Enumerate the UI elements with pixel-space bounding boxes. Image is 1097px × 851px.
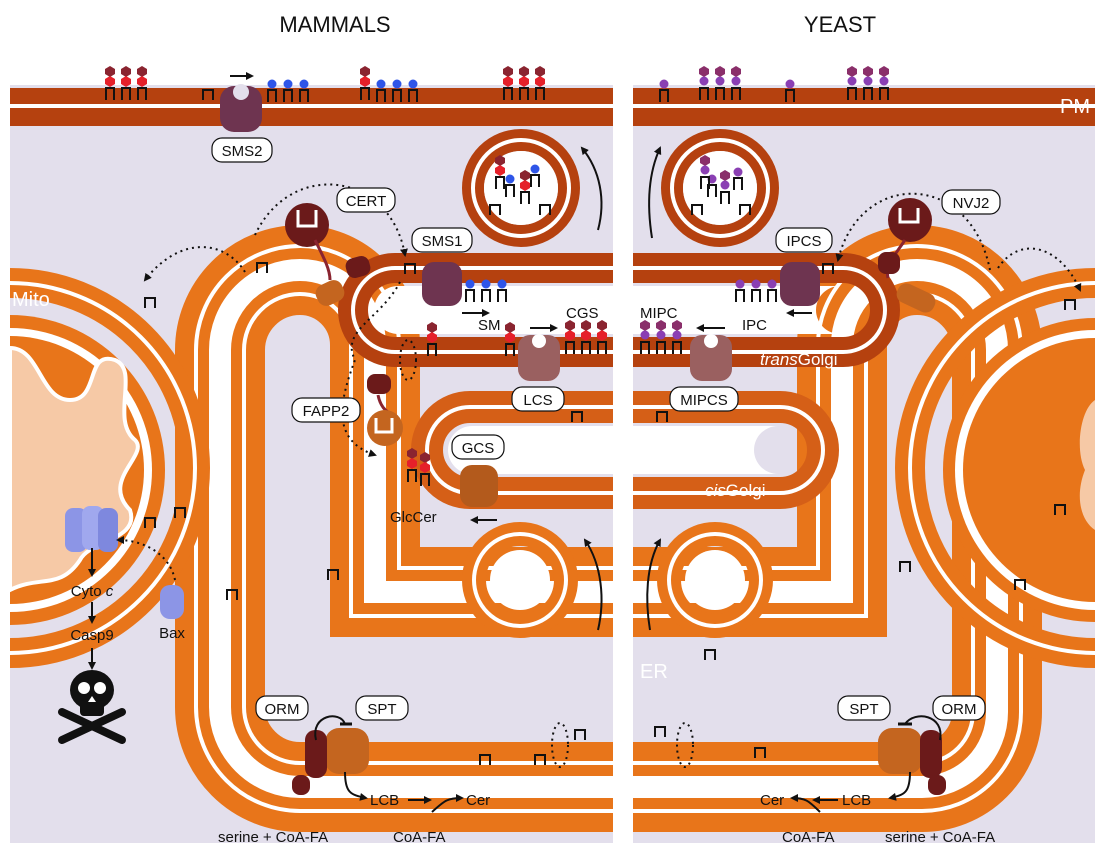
label-box-sms2: SMS2 [212, 138, 272, 162]
label-box-orm-mammals: ORM [256, 696, 308, 720]
mipcs-enzyme [690, 334, 732, 381]
lcs-enzyme [518, 334, 560, 381]
serine-yeast: serine [885, 829, 926, 846]
label-box-lcs: LCS [512, 387, 564, 411]
lcb-label-yeast: LCB [842, 792, 871, 809]
plus-yeast: + [930, 829, 939, 846]
label-box-nvj2: NVJ2 [942, 190, 1000, 214]
spt-label-yeast: SPT [849, 701, 878, 718]
label-box-mipcs: MIPCS [670, 387, 738, 411]
pm-label: PM [1060, 96, 1090, 118]
cgs-label: CGS [566, 305, 599, 322]
bax-label: Bax [159, 625, 185, 642]
label-box-fapp2: FAPP2 [292, 398, 360, 422]
gcs-label: GCS [462, 440, 495, 457]
orm-label-yeast: ORM [942, 701, 977, 718]
label-box-cert: CERT [337, 188, 395, 212]
label-box-ipcs: IPCS [776, 228, 832, 252]
orm-label-mammals: ORM [265, 701, 300, 718]
serine-mammals: serine [218, 829, 259, 846]
cert-label: CERT [346, 193, 387, 210]
fapp2-label: FAPP2 [303, 403, 350, 420]
vesicle-golgi-pm-yeast [672, 140, 768, 236]
trans-golgi-label: transGolgi [760, 350, 837, 369]
label-box-gcs: GCS [452, 435, 504, 459]
coafa2-label-yeast: CoA-FA [782, 829, 835, 846]
label-box-spt-yeast: SPT [838, 696, 890, 720]
sms1-label: SMS1 [422, 233, 463, 250]
trans-golgi-rest: Golgi [798, 350, 838, 369]
mipcs-label: MIPCS [680, 392, 728, 409]
spt-label-mammals: SPT [367, 701, 396, 718]
heading-yeast: YEAST [804, 12, 876, 37]
label-box-orm-yeast: ORM [933, 696, 985, 720]
sm-label: SM [478, 317, 501, 334]
mito-label: Mito [12, 289, 50, 311]
ipcs-label: IPCS [786, 233, 821, 250]
nvj2-label: NVJ2 [953, 195, 990, 212]
cis-golgi-italic: cis [705, 481, 726, 500]
cis-golgi-rest: Golgi [726, 481, 766, 500]
cyto-c-prefix: Cyto [71, 583, 106, 600]
lcb-label-mammals: LCB [370, 792, 399, 809]
heading-mammals: MAMMALS [279, 12, 390, 37]
glccer-label: GlcCer [390, 509, 437, 526]
cer-label-yeast: Cer [760, 792, 784, 809]
ipc-label: IPC [742, 317, 767, 334]
cer-label-mammals: Cer [466, 792, 490, 809]
lcs-label: LCS [523, 392, 552, 409]
mipc-label: MIPC [640, 305, 678, 322]
label-box-spt-mammals: SPT [356, 696, 408, 720]
bax-protein [160, 585, 184, 619]
cis-golgi-label: cisGolgi [705, 481, 765, 500]
cyto-c-suffix: c [106, 583, 114, 600]
sms1-enzyme [422, 262, 462, 306]
er-label: ER [640, 661, 668, 683]
cyto-c-label: Cyto c [71, 583, 114, 600]
casp9-label: Casp9 [70, 627, 113, 644]
sms2-enzyme [220, 84, 262, 132]
plasma-membrane-mammals [10, 88, 613, 126]
trans-golgi-italic: trans [760, 350, 798, 369]
label-box-sms1: SMS1 [412, 228, 472, 252]
sms2-label: SMS2 [222, 143, 263, 160]
ipcs-enzyme [780, 262, 820, 306]
gcs-enzyme [460, 465, 498, 507]
coafa-yeast: CoA-FA [943, 829, 996, 846]
coafa2-label-mammals: CoA-FA [393, 829, 446, 846]
plus-mammals: + [263, 829, 272, 846]
bak-channel [65, 506, 118, 552]
coafa-mammals: CoA-FA [276, 829, 329, 846]
